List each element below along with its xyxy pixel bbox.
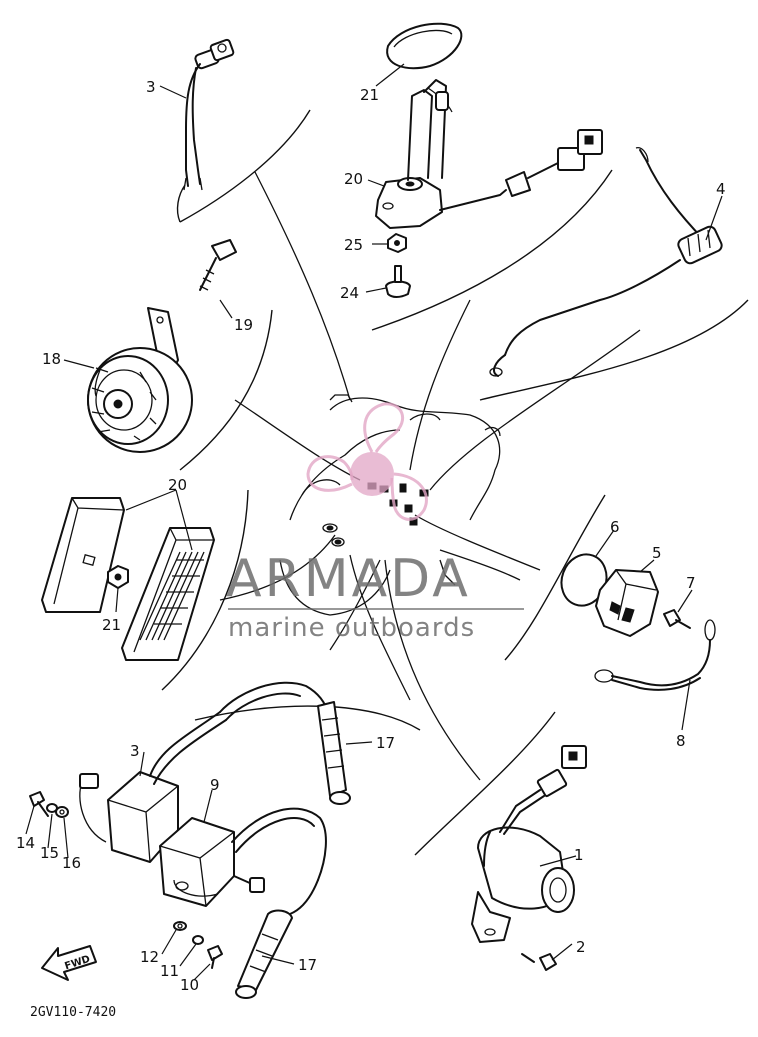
callout-17-upper: 17	[376, 734, 395, 752]
callout-10: 10	[180, 976, 199, 994]
callout-21: 21	[102, 616, 121, 634]
part-5-cover	[595, 569, 659, 637]
part-21-nut	[107, 565, 129, 589]
part-3-ignition-coil	[79, 711, 227, 863]
part-3-lead-wire	[183, 38, 235, 191]
callout-25: 25	[344, 236, 363, 254]
routing-lines	[219, 171, 641, 781]
watermark-tagline: marine outboards	[228, 613, 475, 643]
diagram-code: 2GV110-7420	[30, 1005, 116, 1020]
callout-20: 20	[168, 476, 187, 494]
part-18-horn	[87, 307, 193, 453]
group-boundaries	[161, 109, 749, 856]
callout-16: 16	[62, 854, 81, 872]
callout-24: 24	[340, 284, 359, 302]
part-9-ignition-coil	[159, 807, 327, 907]
watermark-brand: ARMADA	[226, 549, 471, 609]
callout-23: 21	[360, 86, 379, 104]
watermark-rule	[228, 608, 524, 610]
part-7-screw	[663, 609, 691, 629]
callout-11: 11	[160, 962, 179, 980]
part-1-solenoid	[471, 745, 587, 943]
watermark: ARMADA marine outboards	[226, 402, 524, 643]
part-20-plates	[41, 497, 215, 661]
watermark-logo-icon	[306, 402, 428, 521]
part-23-gasket	[386, 22, 463, 70]
callout-19: 19	[234, 316, 253, 334]
callout-9: 9	[210, 776, 220, 794]
engine-outline	[279, 394, 521, 616]
callout-15: 15	[40, 844, 59, 862]
part-4-switch-lead	[489, 147, 723, 377]
fwd-arrow: FWD	[41, 945, 97, 981]
callout-12: 12	[140, 948, 159, 966]
callout-8: 8	[676, 732, 686, 750]
part-22-sensor	[375, 79, 603, 229]
callout-22: 20	[344, 170, 363, 188]
part-25-nut	[387, 233, 407, 253]
fasteners	[29, 791, 223, 969]
callout-3-coil: 3	[130, 742, 140, 760]
leader-lines	[25, 63, 723, 981]
part-17-plug-cap-lower	[235, 879, 319, 999]
part-2-bolt	[521, 953, 557, 971]
callout-2: 2	[576, 938, 586, 956]
callout-1: 1	[574, 846, 584, 864]
callout-18: 18	[42, 350, 61, 368]
callout-labels: 3 21 20 25 24 4 19 18 20 21 6 5 7 8 1 2 …	[16, 78, 726, 994]
callout-5: 5	[652, 544, 662, 562]
reflector-texture	[139, 551, 205, 641]
callout-17-lower: 17	[298, 956, 317, 974]
callout-3: 3	[146, 78, 156, 96]
part-19-bolt	[199, 239, 237, 291]
callout-14: 14	[16, 834, 35, 852]
callout-7: 7	[686, 574, 696, 592]
callout-4: 4	[716, 180, 726, 198]
callout-6: 6	[610, 518, 620, 536]
part-24-bolt	[385, 265, 411, 298]
part-17-plug-cap-upper	[219, 681, 351, 805]
part-8-ground-lead	[594, 619, 716, 691]
